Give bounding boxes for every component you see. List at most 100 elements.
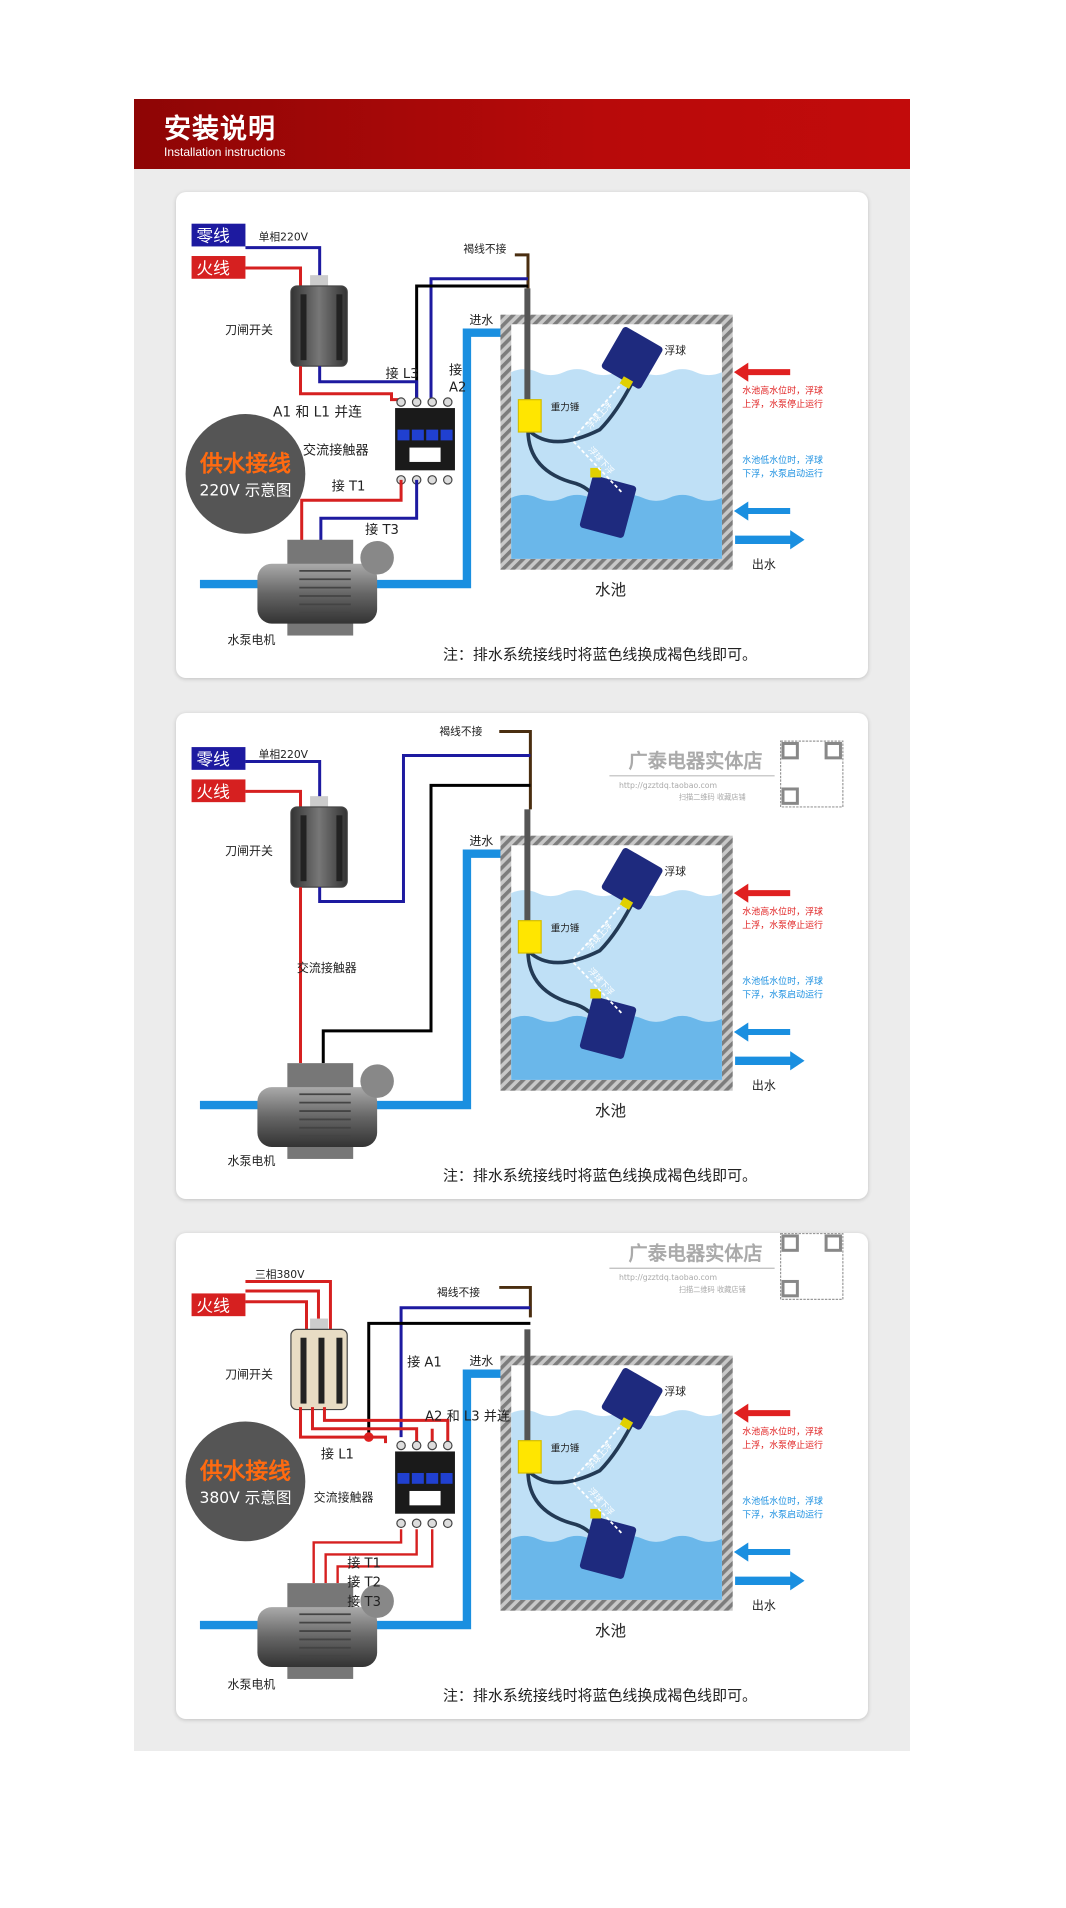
- brown-wire: [499, 1285, 532, 1318]
- note-text: 注：排水系统接线时将蓝色线换成褐色线即可。: [443, 645, 757, 663]
- float-label: 浮球: [664, 344, 686, 357]
- tank-label: 水池: [595, 581, 626, 599]
- low-level-note: 水池低水位时，浮球: [742, 1495, 823, 1507]
- label-a2: A2: [449, 380, 466, 395]
- diagram-panel-220v-contactor: 进水重力锤浮球浮球上浮浮球下浮水池高水位时，浮球上浮，水泵停止运行水池低水位时，…: [176, 192, 868, 678]
- pump-label: 水泵电机: [227, 1154, 275, 1168]
- contactor-button: [440, 1473, 453, 1484]
- blue-control-wire: [429, 277, 528, 400]
- water-pump-motor-icon: [257, 1087, 378, 1147]
- float-switch-rod: [524, 1329, 531, 1444]
- black-to-l1: [367, 1321, 531, 1438]
- qr-finder: [824, 1234, 842, 1252]
- brown-wire-note: 褐线不接: [437, 1286, 480, 1299]
- live-wire-label-bg: [191, 779, 246, 803]
- contactor-button: [426, 429, 439, 441]
- terminal-screw: [411, 1518, 422, 1529]
- high-level-note: 水池高水位时，浮球: [742, 906, 823, 918]
- switch-label: 刀闸开关: [225, 844, 273, 858]
- terminal-screw: [411, 1440, 422, 1451]
- supply-label: 单相220V: [259, 748, 309, 761]
- neutral-wire-label-bg: [191, 747, 246, 770]
- watermark-hint: 扫描二维码 收藏店铺: [679, 793, 746, 802]
- neutral-wire-label-bg: [191, 223, 246, 247]
- supply-label: 三相380V: [255, 1268, 305, 1281]
- pump-head: [360, 1584, 394, 1618]
- terminal-screw: [427, 397, 437, 407]
- qr-finder: [781, 1234, 799, 1252]
- label-t1: 接 T1: [332, 478, 366, 495]
- low-level-note: 水池低水位时，浮球: [742, 454, 823, 466]
- water-pump-motor-icon: [257, 563, 378, 624]
- contactor-window: [409, 1490, 441, 1506]
- diagram-badge: [185, 414, 306, 534]
- contactor-button: [411, 429, 424, 441]
- float-ball-bottom: [579, 1516, 637, 1579]
- float-switch-rod: [524, 809, 531, 924]
- l1-wire: [299, 1407, 388, 1444]
- qr-finder: [824, 741, 842, 760]
- float-ball-bottom: [579, 996, 637, 1059]
- diagram-panel-220v-direct: 进水重力锤浮球浮球上浮浮球下浮水池高水位时，浮球上浮，水泵停止运行水池低水位时，…: [176, 713, 868, 1199]
- terminal-screw: [442, 1440, 453, 1451]
- qr-finder: [781, 741, 799, 760]
- terminal-screw: [396, 1518, 406, 1529]
- shop-url: http://gzztdq.taobao.com: [619, 1273, 717, 1282]
- high-level-arrow-head: [733, 1403, 749, 1423]
- supply-label: 单相220V: [259, 230, 309, 243]
- low-level-arrow-head: [733, 1542, 749, 1562]
- high-level-note: 水池高水位时，浮球: [742, 1426, 823, 1438]
- brown-wire: [499, 730, 532, 810]
- section-title: 安装说明: [164, 114, 276, 145]
- switch-blade: [300, 815, 307, 882]
- neutral-wire-label: 零线: [196, 226, 230, 246]
- blue-to-a1: [399, 1306, 531, 1438]
- shop-watermark: 广泰电器实体店: [629, 1242, 763, 1265]
- neutral-to-float: [318, 753, 531, 904]
- gravity-weight-label: 重力锤: [551, 401, 580, 413]
- brown-wire-note: 褐线不接: [463, 242, 506, 255]
- pump-label: 水泵电机: [227, 633, 275, 647]
- terminal-screw: [442, 397, 453, 407]
- diagram-panel-380v: 进水重力锤浮球浮球上浮浮球下浮水池高水位时，浮球上浮，水泵停止运行水池低水位时，…: [176, 1233, 868, 1719]
- contactor-label: 交流接触器: [297, 960, 357, 975]
- live-wire-label-bg: [191, 1293, 246, 1317]
- inlet-label: 进水: [469, 313, 493, 327]
- qr-finder: [781, 787, 799, 805]
- live-wire: [245, 789, 303, 810]
- outlet-label: 出水: [752, 1078, 776, 1092]
- high-level-note: 上浮，水泵停止运行: [742, 1439, 823, 1451]
- low-level-note: 下浮，水泵启动运行: [742, 467, 823, 479]
- float-connector: [590, 1508, 602, 1519]
- float-cable-upper: [526, 374, 638, 444]
- low-level-note: 下浮，水泵启动运行: [742, 988, 823, 1000]
- live-wire-label: 火线: [196, 1295, 230, 1315]
- label-a2-l3: A2 和 L3 并连: [425, 1408, 510, 1424]
- float-cable-upper: [526, 1415, 638, 1485]
- wiring-diagram: 进水重力锤浮球浮球上浮浮球下浮水池高水位时，浮球上浮，水泵停止运行水池低水位时，…: [185, 1233, 844, 1704]
- switch-handle: [310, 796, 329, 809]
- contactor-button: [411, 1473, 424, 1484]
- switch-blade: [300, 294, 307, 361]
- contactor-button: [397, 429, 410, 441]
- outlet-arrow-head: [790, 1051, 805, 1071]
- pump-head: [360, 1064, 394, 1098]
- float-ball-top: [601, 1367, 663, 1430]
- terminal-screw: [442, 475, 453, 485]
- float-connector: [619, 376, 634, 389]
- contactor-window: [409, 447, 441, 462]
- label-t1: 接 T1: [347, 1555, 381, 1572]
- l2-wire: [310, 1407, 419, 1444]
- label-a1: 接 A1: [407, 1353, 442, 1370]
- l3-wire: [322, 1407, 450, 1444]
- high-level-arrow-head: [733, 362, 749, 382]
- float-to-pump: [321, 783, 531, 1064]
- float-connector: [619, 1417, 634, 1430]
- gravity-weight-label: 重力锤: [551, 1442, 580, 1454]
- label-a1-l1: A1 和 L1 并连: [273, 404, 362, 420]
- shop-watermark: 广泰电器实体店: [629, 749, 763, 772]
- pump-head: [360, 540, 394, 575]
- qr-code-icon: [780, 1233, 844, 1301]
- low-level-arrow-head: [733, 501, 749, 521]
- terminal-screw: [396, 1440, 406, 1451]
